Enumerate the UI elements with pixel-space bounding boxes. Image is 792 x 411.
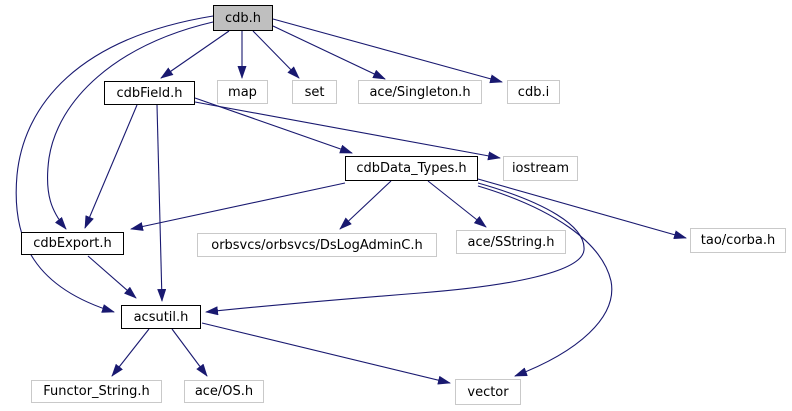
node-set: set [292,80,337,104]
node-ace-os-h: ace/OS.h [184,380,264,403]
edge-cdb.h-to-cdbExport.h [46,21,214,230]
edge-cdb.h-to-cdb.i [272,18,503,84]
edge-cdbField.h-to-acsutil.h [156,104,167,302]
edge-cdbData_Types.h-to-tao/corba.h [477,178,687,240]
node-dslogadminc-h: orbsvcs/orbsvcs/DsLogAdminC.h [197,233,437,257]
edge-cdbData_Types.h-to-vector [477,185,613,377]
node-tao-corba-h: tao/corba.h [690,228,786,253]
edge-cdbField.h-to-cdbExport.h [84,104,138,229]
node-cdbfield-h[interactable]: cdbField.h [104,81,195,105]
edge-acsutil.h-to-ace/OS.h [171,328,208,377]
node-acsutil-h[interactable]: acsutil.h [121,305,201,329]
node-map: map [217,80,268,104]
node-functor-string-h: Functor_String.h [31,380,162,403]
node-vector: vector [455,379,521,405]
node-cdbdata-types-h[interactable]: cdbData_Types.h [345,156,478,181]
edge-cdb.h-to-cdbField.h [160,30,230,79]
edge-cdb.h-to-acsutil.h [15,15,214,313]
edge-cdbData_Types.h-to-cdbExport.h [130,182,346,231]
edge-cdb.h-to-ace/Singleton.h [272,25,386,80]
edge-cdbExport.h-to-acsutil.h [87,255,137,299]
node-cdb-i: cdb.i [507,80,560,104]
edge-cdbData_Types.h-to-acsutil.h [205,182,585,316]
edge-cdbData_Types.h-to-ace/SString.h [427,180,487,228]
edge-cdb.h-to-set [252,30,300,79]
node-cdb-h: cdb.h [213,5,273,31]
node-cdbexport-h[interactable]: cdbExport.h [21,232,124,255]
edge-acsutil.h-to-Functor_String.h [111,328,150,377]
edge-cdbField.h-to-iostream [194,101,501,161]
node-ace-singleton-h: ace/Singleton.h [358,80,482,104]
node-iostream: iostream [503,156,578,181]
node-ace-sstring-h: ace/SString.h [456,230,566,254]
edge-acsutil.h-to-vector [201,322,451,385]
edge-cdbData_Types.h-to-DsLogAdminC.h [339,180,392,230]
